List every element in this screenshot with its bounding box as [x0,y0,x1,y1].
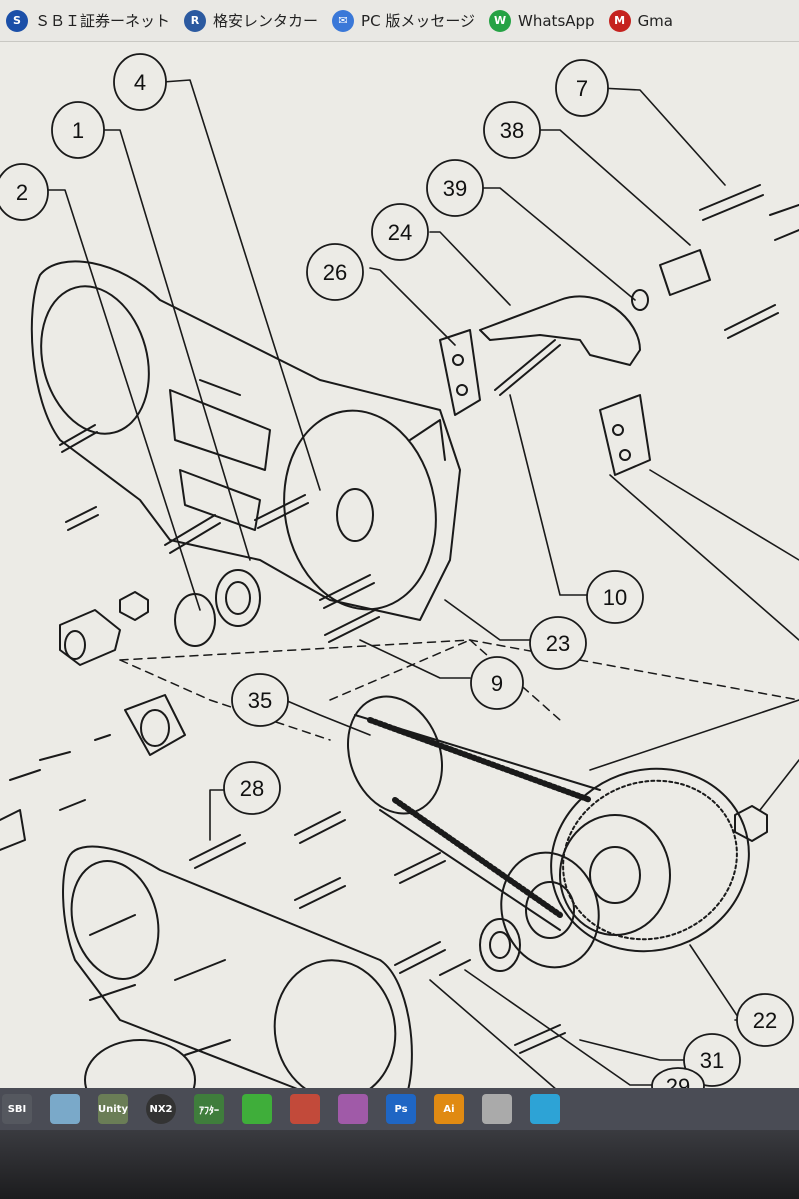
svg-text:26: 26 [323,260,347,285]
callout-35: 35 [231,673,289,727]
callout-31: 31 [683,1033,741,1087]
pc-message-icon: ✉ [332,9,355,32]
clutch-hub [0,694,186,851]
svg-text:9: 9 [491,671,503,696]
bearing [174,569,261,647]
outer-gasket [62,845,413,1120]
bookmarks-bar: S ＳＢＩ証券ーネット R 格安レンタカー ✉ PC 版メッセージ W What… [0,0,799,42]
svg-text:35: 35 [248,688,272,713]
photoshop-icon[interactable]: Ps [386,1094,416,1124]
pressure-plate [479,851,600,972]
bookmark-label: PC 版メッセージ [361,12,476,30]
svg-text:1: 1 [72,118,84,143]
doc-app-icon[interactable] [290,1094,320,1124]
bookmark-label: WhatsApp [518,11,595,30]
taskbar: SBI Unity NX2 ｱﾌﾀｰ Ps Ai [0,1088,799,1130]
primary-belt [346,695,601,931]
bookmark-sbi[interactable]: S ＳＢＩ証券ーネット [6,9,171,32]
bookmark-label: ＳＢＩ証券ーネット [35,12,171,30]
callout-22: 22 [736,993,794,1047]
dashed-guide-lines [119,639,799,741]
sheet-app-icon[interactable]: ｱﾌﾀｰ [194,1094,224,1124]
gmail-icon: M [608,9,631,32]
file-app-icon[interactable] [482,1094,512,1124]
collage-app-icon[interactable] [338,1094,368,1124]
svg-text:4: 4 [134,70,146,95]
hex-nut [119,591,149,621]
bookmark-pc-message[interactable]: ✉ PC 版メッセージ [332,9,476,32]
bookmark-label: Gma [637,11,673,30]
upper-bracket [439,204,799,476]
bookmark-car-rental[interactable]: R 格安レンタカー [184,9,319,32]
svg-text:10: 10 [603,585,627,610]
svg-text:31: 31 [700,1048,724,1073]
svg-text:23: 23 [546,631,570,656]
svg-text:24: 24 [388,220,412,245]
sbi-icon: S [6,9,28,32]
whatsapp-icon: W [489,9,512,32]
sbi-app-icon[interactable]: SBI [2,1094,32,1124]
callout-4: 4 [113,53,167,111]
clutch-basket [550,767,750,953]
callout-1: 1 [51,101,105,159]
green-app-icon[interactable] [242,1094,272,1124]
car-rental-icon: R [184,9,207,32]
callout-24: 24 [371,203,429,261]
callout-9: 9 [470,656,524,710]
callout-26: 26 [306,243,364,301]
monitor-bezel [0,1130,799,1199]
callout-28: 28 [223,761,281,815]
svg-text:22: 22 [753,1008,777,1033]
inner-primary-cover [30,260,461,621]
callout-10: 10 [586,570,644,624]
nut [734,805,768,842]
callout-38: 38 [483,101,541,159]
unity-app-icon[interactable]: Unity [98,1094,128,1124]
illustrator-icon[interactable]: Ai [434,1094,464,1124]
monitor-screen: S ＳＢＩ証券ーネット R 格安レンタカー ✉ PC 版メッセージ W What… [0,0,799,1120]
svg-text:39: 39 [443,176,467,201]
svg-text:7: 7 [576,76,588,101]
svg-text:2: 2 [16,180,28,205]
bolts [59,184,779,1056]
svg-text:28: 28 [240,776,264,801]
callout-7: 7 [555,59,609,117]
motor-mount [59,609,121,666]
bookmark-gmail[interactable]: M Gma [608,9,673,32]
svg-text:38: 38 [500,118,524,143]
exploded-parts-diagram: 4 1 2 7 38 39 24 26 10 23 9 35 28 22 31 … [0,53,799,1120]
callout-2: 2 [0,163,49,221]
bookmark-whatsapp[interactable]: W WhatsApp [489,9,595,32]
bookmark-label: 格安レンタカー [213,12,319,30]
nx2-app-icon[interactable]: NX2 [146,1094,176,1124]
blue-app-icon[interactable] [530,1094,560,1124]
callout-23: 23 [529,616,587,670]
callout-39: 39 [426,159,484,217]
callouts: 4 1 2 7 38 39 24 26 10 23 9 35 28 22 31 … [0,53,794,1120]
map-app-icon[interactable] [50,1094,80,1124]
